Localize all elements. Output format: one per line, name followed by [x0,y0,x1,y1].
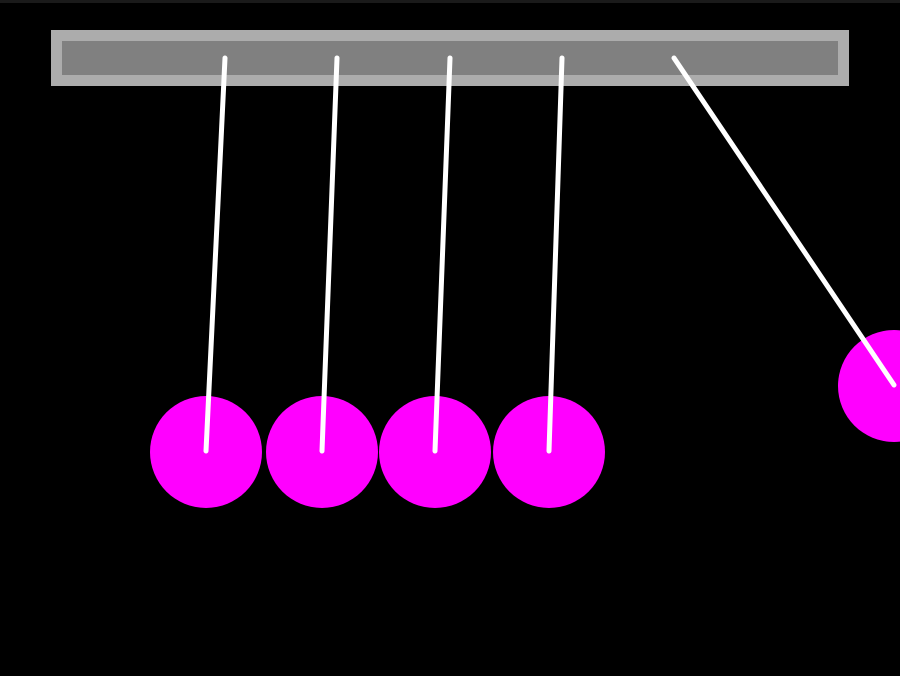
pendulum-4[interactable] [493,55,605,508]
string-1 [203,55,228,454]
string-3 [432,55,453,454]
pendulum-1[interactable] [150,55,262,508]
string-5 [671,55,897,388]
ball-5[interactable] [838,330,900,442]
pendulum-2[interactable] [266,55,378,508]
string-2 [319,55,340,454]
string-4 [546,55,565,454]
pendulum-3[interactable] [379,55,491,508]
pendulum-5-swung[interactable] [671,55,900,442]
window-top-edge [0,0,900,3]
